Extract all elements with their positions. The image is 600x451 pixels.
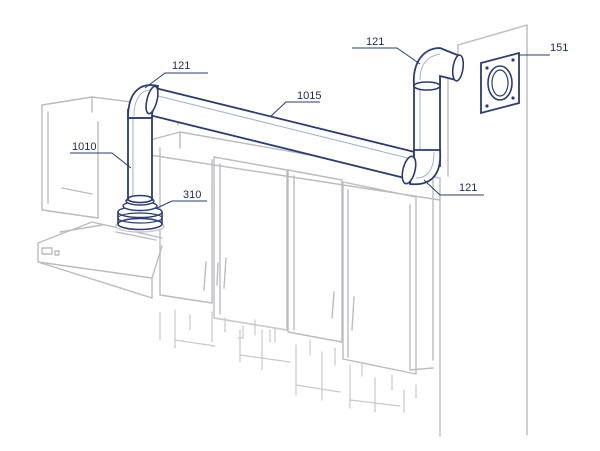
cabinet-door-3	[287, 169, 343, 343]
label-hood-adapter: 310	[183, 189, 201, 201]
label-vertical-duct: 1010	[72, 141, 96, 153]
elbow-121-bottom	[401, 149, 442, 186]
cabinet-door-1	[159, 147, 213, 304]
floor-legs	[159, 309, 417, 413]
cabinet-door-4	[342, 181, 434, 375]
vertical-duct-1010	[127, 109, 153, 204]
callout-leaders	[70, 47, 550, 209]
label-elbow-bottom: 121	[459, 182, 477, 194]
cooker-hood	[37, 221, 163, 299]
elbow-121-top-right	[412, 47, 465, 91]
wall	[432, 24, 528, 437]
label-horizontal-duct: 1015	[297, 90, 321, 102]
callout-labels: 121 121 151 1015 1010 310 121	[72, 36, 568, 201]
hood-adapter-310	[115, 196, 165, 233]
label-elbow-top-left: 121	[172, 60, 190, 72]
cabinet-door-2	[213, 156, 288, 331]
label-elbow-top-right: 121	[366, 36, 384, 48]
wall-flange-151	[480, 51, 520, 115]
label-wall-flange: 151	[550, 42, 568, 54]
horizontal-duct-1015	[139, 84, 429, 184]
elbow-121-top-left	[127, 84, 160, 119]
